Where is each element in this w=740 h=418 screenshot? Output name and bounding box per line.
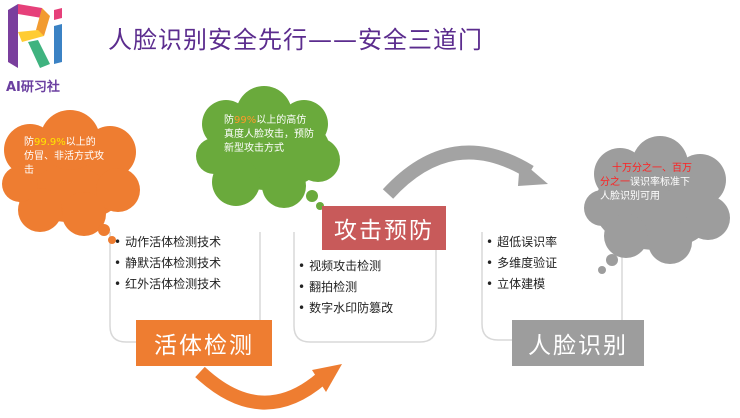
list-item: 多维度验证	[486, 253, 557, 274]
orange-cloud-text: 防99.9%以上的 仿冒、非活方式攻 击	[24, 137, 104, 176]
attack-label: 攻击预防	[322, 206, 446, 250]
list-item: 静默活体检测技术	[114, 253, 221, 274]
face-bracket	[481, 232, 512, 341]
logo-text: AI研习社	[6, 80, 60, 95]
liveness-label: 活体检测	[136, 320, 272, 366]
gray-cloud	[584, 136, 730, 274]
liveness-list: 动作活体检测技术 静默活体检测技术 红外活体检测技术	[114, 232, 221, 295]
gray-curved-arrow	[382, 145, 534, 199]
face-recognition-label: 人脸识别	[512, 320, 644, 366]
orange-curved-arrow	[195, 366, 327, 410]
list-item: 超低误识率	[486, 232, 557, 253]
ri-logo-icon	[8, 4, 62, 68]
list-item: 立体建模	[486, 274, 557, 295]
attack-list: 视频攻击检测 翻拍检测 数字水印防篡改	[298, 256, 393, 319]
list-item: 视频攻击检测	[298, 256, 393, 277]
list-item: 数字水印防篡改	[298, 298, 393, 319]
green-cloud	[196, 86, 340, 210]
liveness-bracket	[109, 232, 136, 343]
page-title: 人脸识别安全先行——安全三道门	[108, 26, 483, 54]
face-list: 超低误识率 多维度验证 立体建模	[486, 232, 557, 295]
list-item: 动作活体检测技术	[114, 232, 221, 253]
orange-cloud	[2, 110, 140, 244]
green-cloud-text: 防99%以上的高仿 真度人脸攻击，预防 新型攻击方式	[224, 115, 314, 154]
list-item: 红外活体检测技术	[114, 274, 221, 295]
list-item: 翻拍检测	[298, 277, 393, 298]
gray-cloud-text: 十万分之一、百万 分之一误识率标准下 人脸识别可用	[600, 163, 692, 202]
